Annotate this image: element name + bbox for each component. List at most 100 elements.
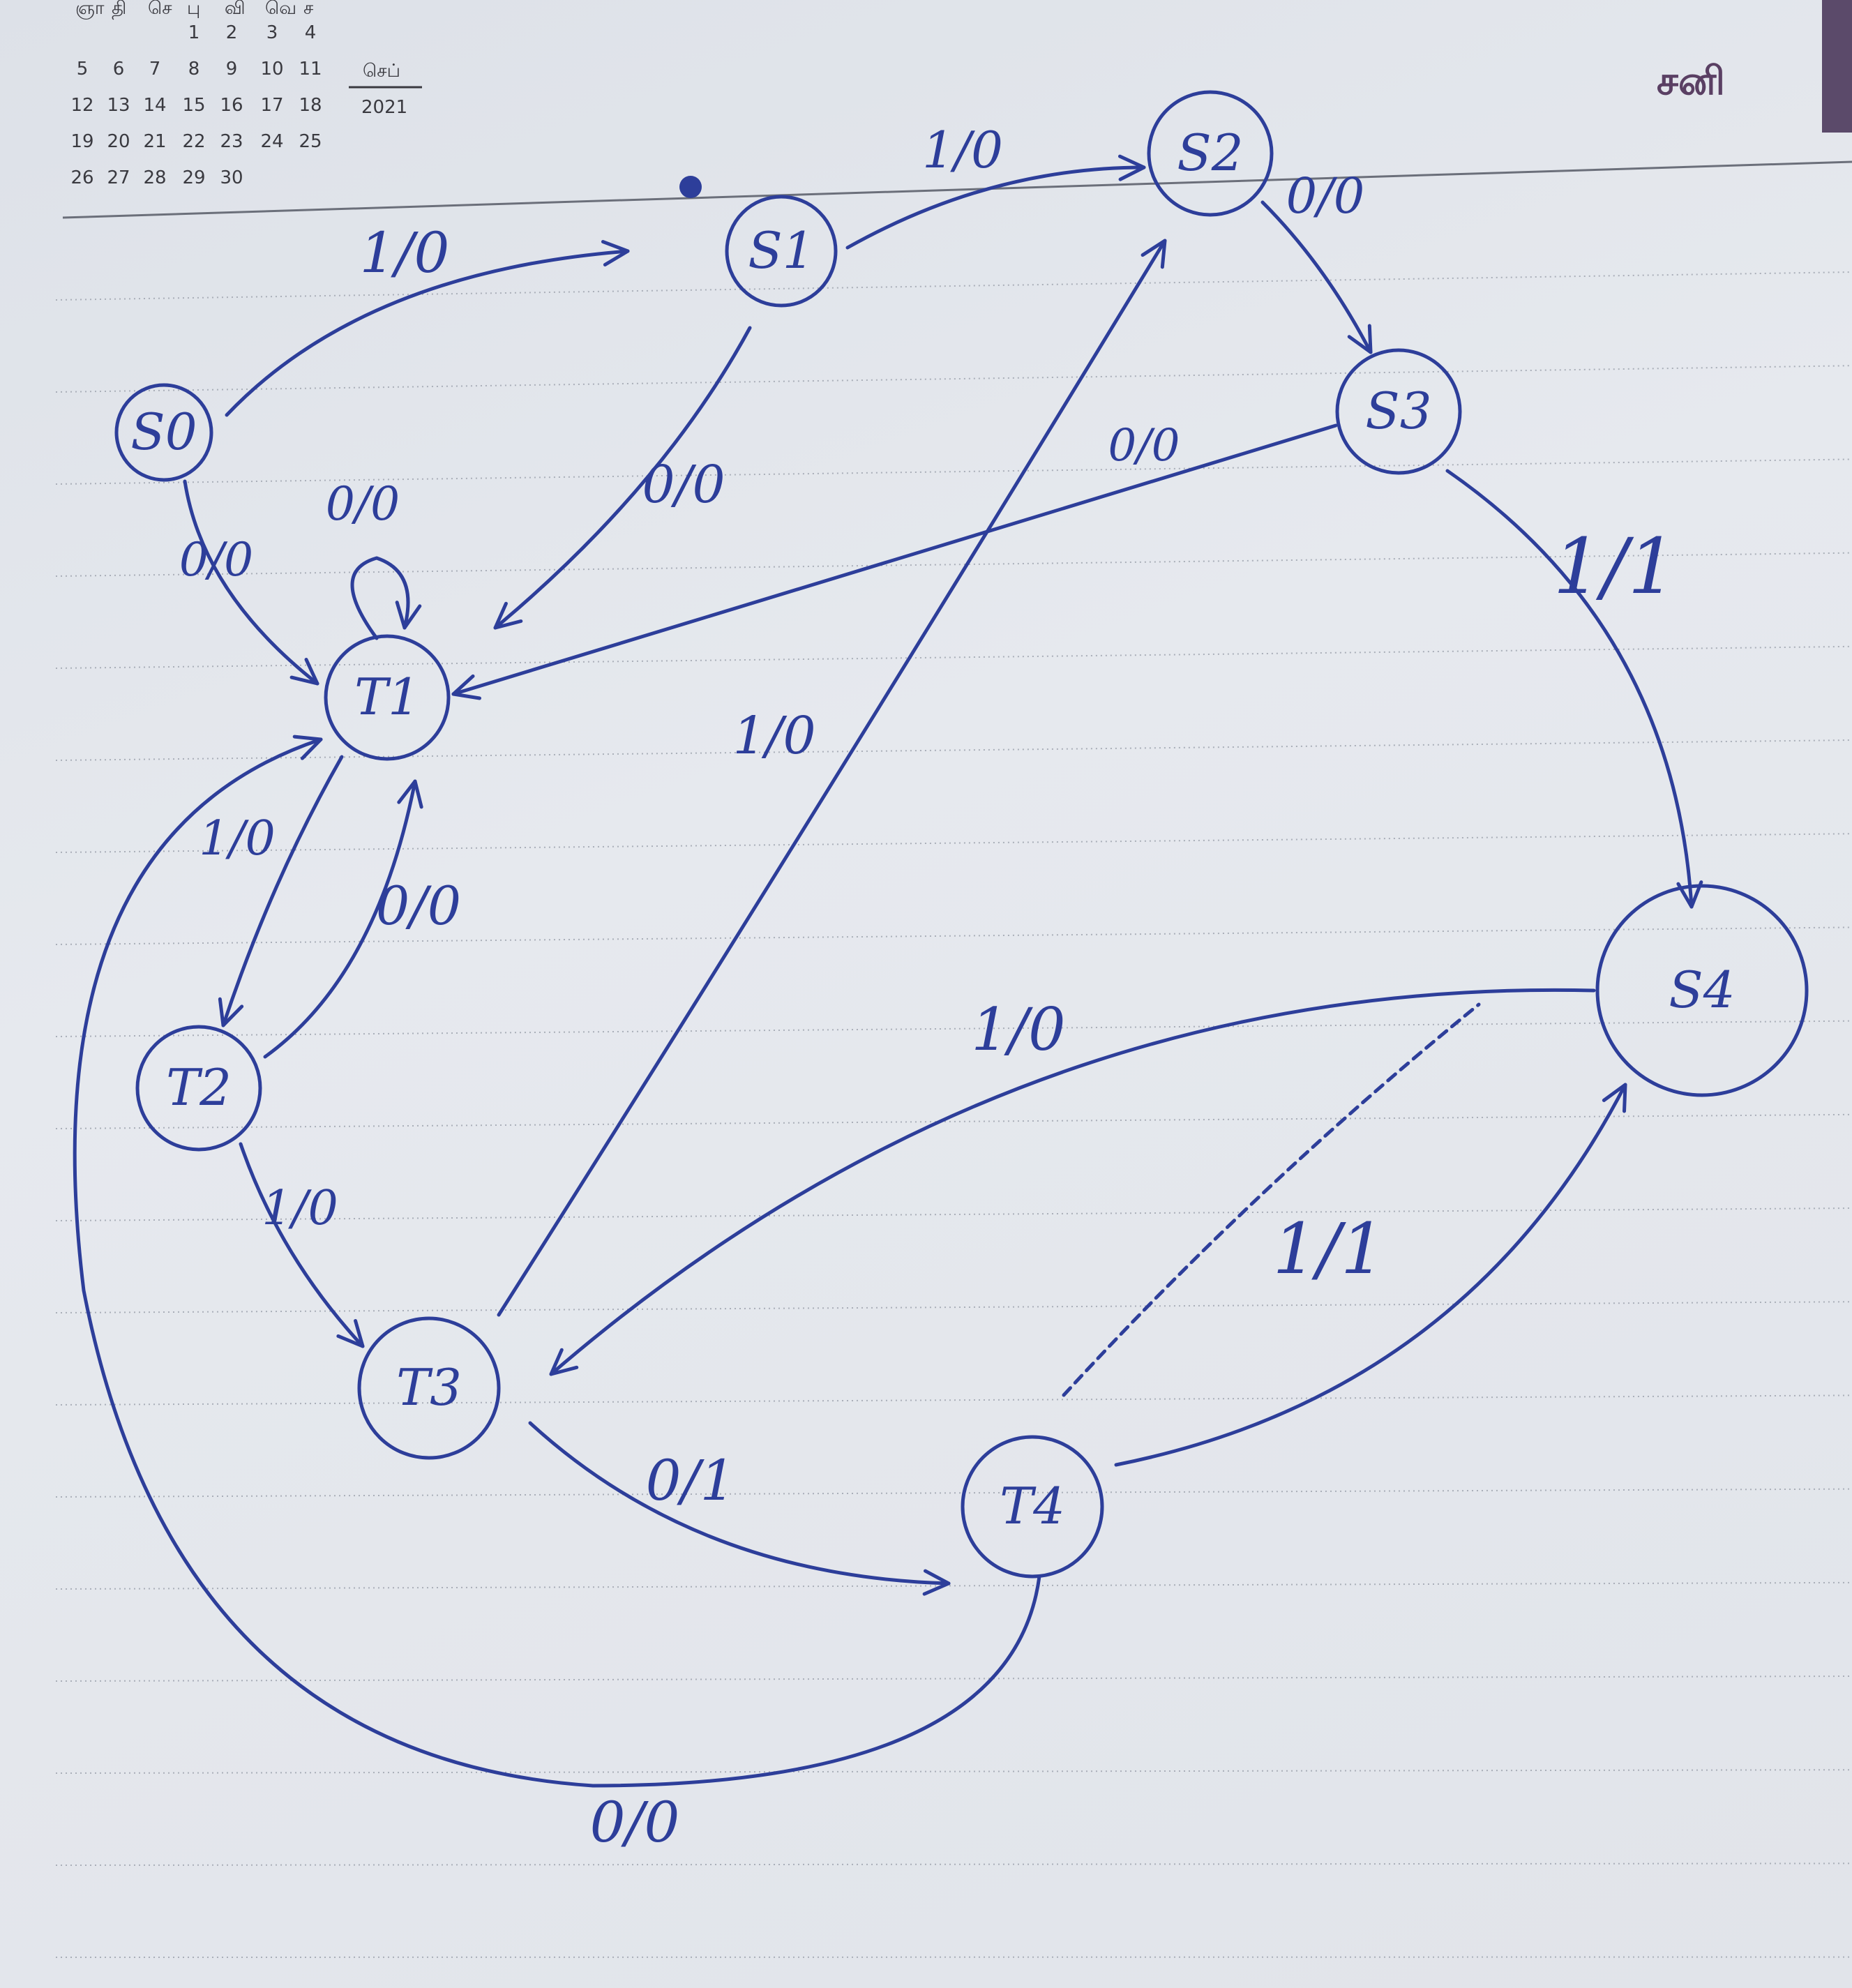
calendar-day: 4 — [305, 22, 317, 43]
arrowhead — [395, 601, 422, 630]
ruled-line — [55, 1488, 1852, 1498]
ruled-line — [55, 1769, 1852, 1774]
ruled-line — [55, 1394, 1852, 1406]
transition-t4-s4 — [1114, 1083, 1627, 1467]
calendar-day: 5 — [77, 59, 89, 80]
calendar-day: 28 — [143, 167, 166, 188]
calendar-day: 13 — [107, 95, 130, 116]
scribble-line — [1062, 1002, 1481, 1397]
transition-s3-s4 — [1445, 469, 1694, 909]
arrowhead — [601, 240, 630, 266]
arrowhead — [922, 1569, 951, 1596]
transition-label: 0/1 — [646, 1448, 736, 1513]
state-circle-s2 — [1147, 90, 1274, 217]
calendar-weekday: தி — [112, 0, 126, 20]
state-circle-t1 — [324, 634, 451, 761]
transition-s1-t1 — [493, 326, 752, 630]
transition-label: 1/0 — [360, 220, 450, 285]
transition-t2-t1 — [263, 779, 417, 1059]
calendar-weekday: வி — [225, 0, 246, 19]
calendar-day: 22 — [182, 131, 205, 152]
transition-label: 0/0 — [590, 1790, 680, 1855]
calendar-weekday: செ — [148, 0, 172, 19]
transition-label: 1/0 — [732, 706, 815, 766]
arrowhead — [1140, 239, 1167, 269]
calendar-day: 19 — [70, 131, 93, 152]
calendar-day: 25 — [299, 131, 322, 152]
calendar-day: 11 — [299, 59, 322, 80]
ink-dot — [679, 176, 702, 198]
state-circle-t4 — [961, 1435, 1104, 1579]
transition-t4-t1 — [73, 737, 1041, 1788]
transition-s2-s3 — [1260, 200, 1373, 354]
transition-label: 0/0 — [326, 477, 400, 531]
transition-label: 1/0 — [971, 995, 1065, 1064]
calendar-weekday: ச — [303, 0, 313, 19]
arrowhead — [1602, 1083, 1627, 1113]
arrowhead — [493, 601, 523, 630]
calendar-weekday: வெ — [265, 0, 296, 19]
transition-label: 1/1 — [1273, 1208, 1385, 1290]
state-circle-s0 — [114, 383, 213, 482]
transition-label: 0/0 — [1286, 167, 1365, 225]
state-label: S4 — [1669, 961, 1735, 1019]
transition-label: 0/0 — [376, 875, 461, 937]
calendar-day: 7 — [149, 59, 161, 80]
transition-s0-t1 — [183, 479, 319, 686]
state-label: S1 — [748, 221, 814, 280]
state-label: T2 — [166, 1058, 232, 1117]
arrowhead — [289, 658, 319, 686]
ruled-line — [55, 926, 1852, 945]
state-circle-s4 — [1595, 884, 1809, 1097]
ruled-line — [55, 1862, 1852, 1866]
transition-label: 1/0 — [262, 1181, 338, 1236]
day-label: சனி — [1657, 59, 1725, 104]
page-tab — [1822, 0, 1852, 133]
calendar-day: 24 — [260, 131, 283, 152]
calendar-day: 15 — [182, 95, 205, 116]
transition-t1-t2 — [221, 755, 344, 1027]
transition-s1-s2 — [845, 165, 1146, 250]
transition-t1-t1 — [350, 556, 410, 640]
state-label: S3 — [1365, 382, 1431, 440]
state-label: T3 — [396, 1358, 462, 1417]
ruled-line — [55, 739, 1852, 761]
arrowhead — [549, 1348, 579, 1376]
calendar-day: 27 — [107, 167, 130, 188]
calendar-day: 16 — [220, 95, 243, 116]
calendar-year: 2021 — [361, 97, 407, 118]
transitions — [73, 154, 1703, 1788]
calendar-day: 10 — [260, 59, 283, 80]
transition-label: 0/0 — [179, 533, 253, 587]
arrowhead — [292, 735, 323, 760]
calendar-day: 23 — [220, 131, 243, 152]
calendar-day: 30 — [220, 167, 243, 188]
ruled-line — [55, 1020, 1852, 1037]
calendar-day: 3 — [266, 22, 278, 43]
ruled-line — [55, 833, 1852, 853]
calendar-day: 2 — [226, 22, 238, 43]
arrowhead — [1347, 324, 1373, 354]
transition-label: 1/0 — [922, 121, 1003, 179]
transition-s0-s1 — [225, 249, 630, 417]
transition-t3-s2 — [497, 239, 1167, 1317]
header-rule — [62, 160, 1852, 219]
transition-labels: 1/01/00/01/10/00/00/00/01/00/01/01/01/00… — [179, 121, 1677, 1855]
calendar-weekday: பு — [187, 0, 200, 19]
ruled-line — [55, 271, 1852, 301]
state-label: T1 — [354, 668, 420, 726]
state-circle-t3 — [357, 1316, 501, 1460]
state-circle-t2 — [135, 1025, 262, 1152]
calendar-day: 6 — [113, 59, 125, 80]
calendar-day: 18 — [299, 95, 322, 116]
calendar-day: 9 — [226, 59, 238, 80]
state-circle-s1 — [725, 195, 838, 308]
ruled-line — [55, 1676, 1852, 1682]
calendar-day: 20 — [107, 131, 130, 152]
ruled-line — [55, 1581, 1852, 1590]
arrowhead — [1676, 880, 1703, 909]
state-label: S2 — [1177, 123, 1243, 182]
